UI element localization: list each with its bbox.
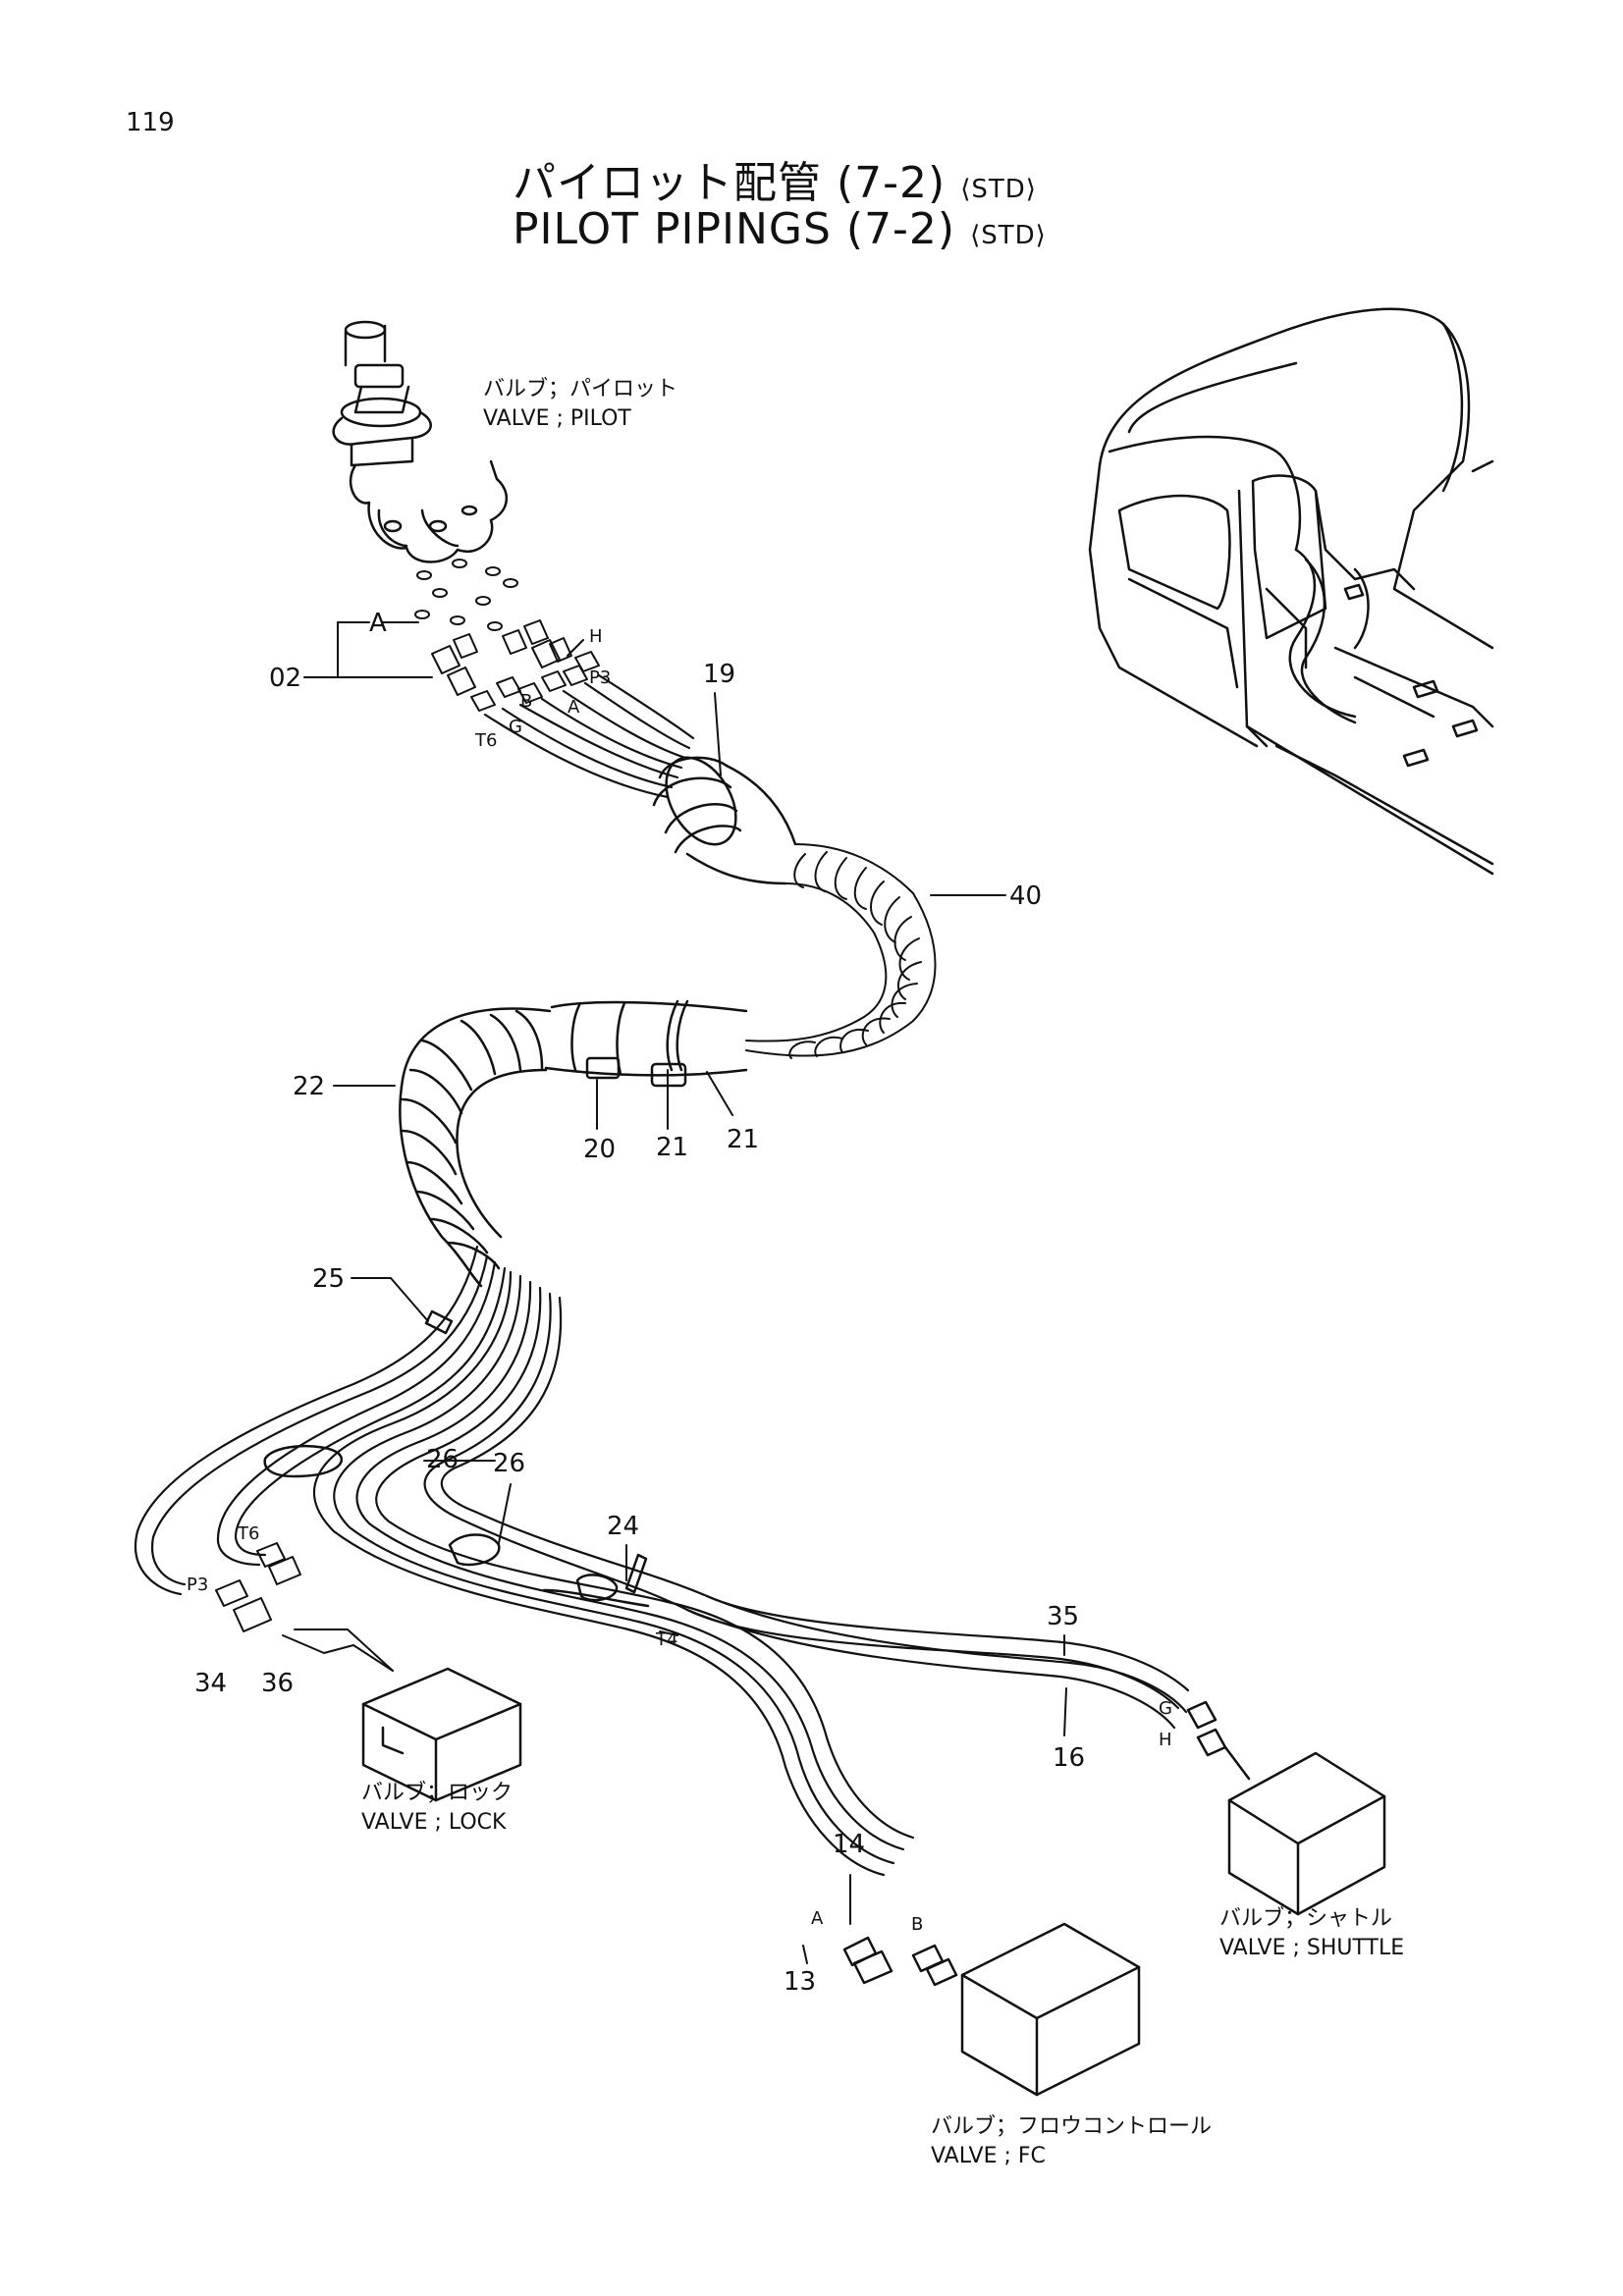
callout-A: A (369, 609, 387, 638)
fc-valve-box (842, 1922, 1141, 2097)
cable-ties (263, 1309, 650, 1608)
pilot-valve-label-jp: バルブ；パイロット (483, 377, 678, 401)
o-rings (414, 559, 518, 631)
port-H-top: H (589, 626, 603, 647)
fc-valve-label-jp: バルブ；フロウコントロール (931, 2114, 1213, 2139)
port-B-top: B (520, 691, 533, 712)
callout-34: 34 (194, 1669, 228, 1698)
port-G-top: G (509, 717, 522, 737)
shuttle-valve-label: バルブ；シャトル VALVE ; SHUTTLE (1219, 1904, 1404, 1963)
hose-bundle-lower (135, 1245, 1190, 1877)
fc-valve-label-en: VALVE ; FC (931, 2144, 1046, 2168)
page-number: 119 (126, 108, 175, 137)
shuttle-valve-label-jp: バルブ；シャトル (1219, 1906, 1393, 1931)
port-H-shuttle: H (1159, 1730, 1172, 1750)
callout-35: 35 (1047, 1602, 1080, 1631)
callout-24: 24 (607, 1512, 640, 1541)
callout-20: 20 (583, 1135, 617, 1164)
corrugated-hose (745, 843, 937, 1059)
callout-19: 19 (703, 660, 736, 689)
port-T6-top: T6 (475, 730, 498, 751)
title-english: PILOT PIPINGS (7-2) ⟨STD⟩ (513, 204, 1047, 254)
port-P3-bottom: P3 (187, 1575, 209, 1595)
callout-21-a: 21 (656, 1133, 689, 1162)
fc-valve-label: バルブ；フロウコントロール VALVE ; FC (931, 2112, 1212, 2171)
lock-valve-connectors (215, 1542, 394, 1672)
callout-36: 36 (261, 1669, 295, 1698)
port-A-fc: A (811, 1908, 824, 1929)
callout-leaders (303, 621, 1067, 1964)
title-jp-text: パイロット配管 (7-2) (513, 158, 947, 208)
port-T4: T4 (656, 1629, 678, 1650)
lock-valve-label-jp: バルブ；ロック (361, 1781, 514, 1805)
hose-clamps (544, 999, 748, 1088)
callout-16: 16 (1053, 1743, 1086, 1773)
pilot-valve-label: バルブ；パイロット VALVE ; PILOT (483, 375, 677, 434)
callout-14: 14 (833, 1830, 866, 1859)
callout-13: 13 (784, 1967, 817, 1997)
callout-26-a: 26 (426, 1445, 460, 1474)
port-A-top: A (568, 697, 580, 718)
callout-25: 25 (312, 1264, 346, 1294)
lock-valve-box (361, 1667, 522, 1802)
pilot-valve-label-en: VALVE ; PILOT (483, 406, 631, 431)
callout-26-b: 26 (493, 1449, 526, 1478)
lock-valve-label: バルブ；ロック VALVE ; LOCK (361, 1779, 513, 1838)
callout-22: 22 (293, 1072, 326, 1101)
title-jp-tag: ⟨STD⟩ (960, 175, 1037, 204)
title-japanese: パイロット配管 (7-2) ⟨STD⟩ (513, 147, 1037, 210)
callout-21-b: 21 (727, 1125, 760, 1154)
shuttle-valve-box (1186, 1700, 1386, 1916)
callout-02: 02 (269, 664, 302, 693)
title-en-text: PILOT PIPINGS (7-2) (513, 204, 956, 254)
port-P3-top: P3 (589, 667, 612, 688)
pilot-fittings (431, 619, 600, 712)
shuttle-valve-label-en: VALVE ; SHUTTLE (1219, 1936, 1405, 1960)
hose-bundle-upper (483, 673, 695, 799)
pilot-valve-illustration (332, 320, 508, 563)
lock-valve-label-en: VALVE ; LOCK (361, 1810, 507, 1835)
excavator-cab-illustration (1088, 307, 1494, 876)
port-T6-bottom: T6 (238, 1523, 260, 1544)
port-G-shuttle: G (1159, 1698, 1172, 1719)
title-en-tag: ⟨STD⟩ (970, 221, 1047, 250)
callout-40: 40 (1009, 881, 1043, 911)
protector-sleeve (652, 756, 797, 885)
spiral-wrap (399, 1007, 552, 1288)
port-B-fc: B (911, 1914, 924, 1935)
